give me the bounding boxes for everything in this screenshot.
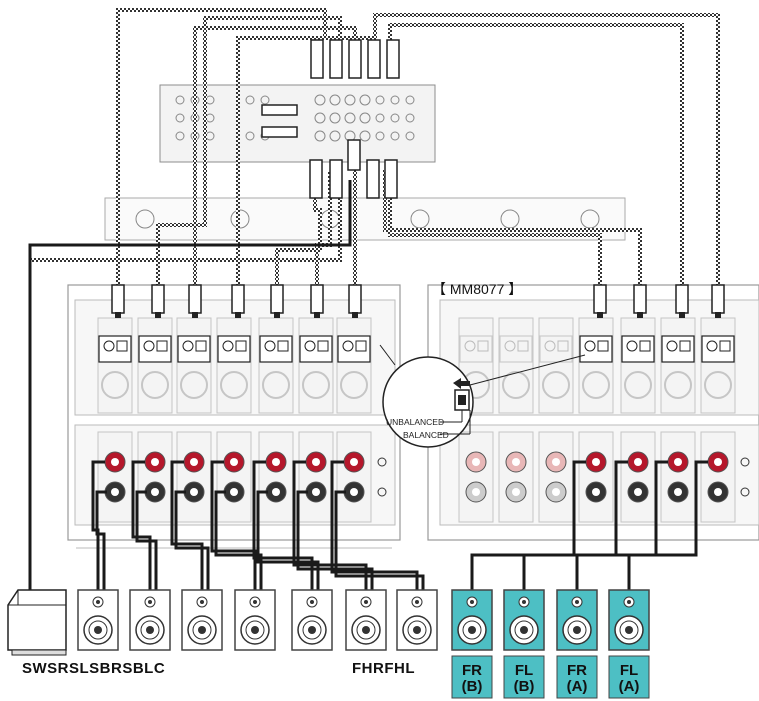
amp-channel-module <box>458 317 494 523</box>
speaker-cable <box>256 490 320 590</box>
speaker-tag-fr-a: FR(A) <box>566 662 588 695</box>
amp-channel-module <box>700 317 736 523</box>
rca-cables <box>30 8 720 290</box>
rca-plugs-top <box>261 39 400 199</box>
minus-mark <box>377 487 387 497</box>
speaker-cable <box>135 490 158 590</box>
amp-channel-module <box>216 317 252 523</box>
balanced-switch-callout <box>379 344 586 448</box>
rca-plug <box>111 284 125 314</box>
balanced-label: BALANCED <box>403 430 449 440</box>
speaker-icon <box>181 589 223 651</box>
speaker-cable <box>214 490 263 590</box>
speaker-cable <box>174 490 210 590</box>
speaker-icon <box>608 589 650 651</box>
rca-plug <box>348 284 362 314</box>
unbalanced-label: UNBALANCED <box>386 417 445 427</box>
speaker-cable <box>131 460 152 590</box>
rca-plug <box>270 284 284 314</box>
speaker-icon <box>345 589 387 651</box>
subwoofer <box>7 589 67 656</box>
front-height-labels: FHRFHL <box>352 660 415 677</box>
minus-mark <box>740 487 750 497</box>
speaker-cable <box>210 460 257 590</box>
rca-plug <box>188 284 202 314</box>
speaker-icon <box>129 589 171 651</box>
amp-channel-module <box>298 317 334 523</box>
speaker-tag-fr-b: FR(B) <box>461 662 483 695</box>
speaker-cable <box>334 490 425 590</box>
speaker-tag-fl-a: FL(A) <box>618 662 640 695</box>
rca-plug <box>593 284 607 314</box>
speaker-icon <box>234 589 276 651</box>
right-amp-channels <box>458 317 750 523</box>
left-amp-channels <box>97 317 387 523</box>
speaker-cable <box>170 460 204 590</box>
plus-mark <box>740 457 750 467</box>
rca-plug <box>231 284 245 314</box>
plus-mark <box>377 457 387 467</box>
speakers <box>77 589 650 699</box>
amp-channel-module <box>137 317 173 523</box>
amp-channel-module <box>578 317 614 523</box>
speaker-icon <box>503 589 545 651</box>
amp-input-plugs <box>111 284 725 318</box>
speaker-tag-fl-b: FL(B) <box>513 662 535 695</box>
speaker-cable <box>330 460 419 590</box>
amp-channel-module <box>258 317 294 523</box>
speaker-icon <box>556 589 598 651</box>
speaker-icon <box>451 589 493 651</box>
model-label: 【 MM8077 】 <box>432 281 523 297</box>
speaker-cable <box>627 460 708 590</box>
av-receiver-rear-panel <box>104 84 626 241</box>
amp-channel-module <box>176 317 212 523</box>
amp-channel-module <box>538 317 574 523</box>
rca-plug <box>711 284 725 314</box>
left-speaker-labels: SWSRSLSBRSBLC <box>22 660 166 677</box>
amp-channel-module <box>498 317 534 523</box>
speaker-icon <box>396 589 438 651</box>
speaker-cable <box>91 460 105 590</box>
amp-channel-module <box>97 317 133 523</box>
rca-plug <box>675 284 689 314</box>
rca-plug <box>310 284 324 314</box>
rca-plug <box>633 284 647 314</box>
speaker-cable <box>95 490 107 590</box>
speaker-cables <box>91 460 708 590</box>
subwoofer-cable <box>28 180 352 590</box>
speaker-tag-bg <box>451 655 493 699</box>
amp-channel-module <box>620 317 656 523</box>
rca-plug <box>151 284 165 314</box>
speaker-tag-bg <box>608 655 650 699</box>
speaker-icon <box>291 589 333 651</box>
speaker-tag-bg <box>556 655 598 699</box>
speaker-icon <box>77 589 119 651</box>
speaker-tag-bg <box>503 655 545 699</box>
amp-channel-module <box>660 317 696 523</box>
